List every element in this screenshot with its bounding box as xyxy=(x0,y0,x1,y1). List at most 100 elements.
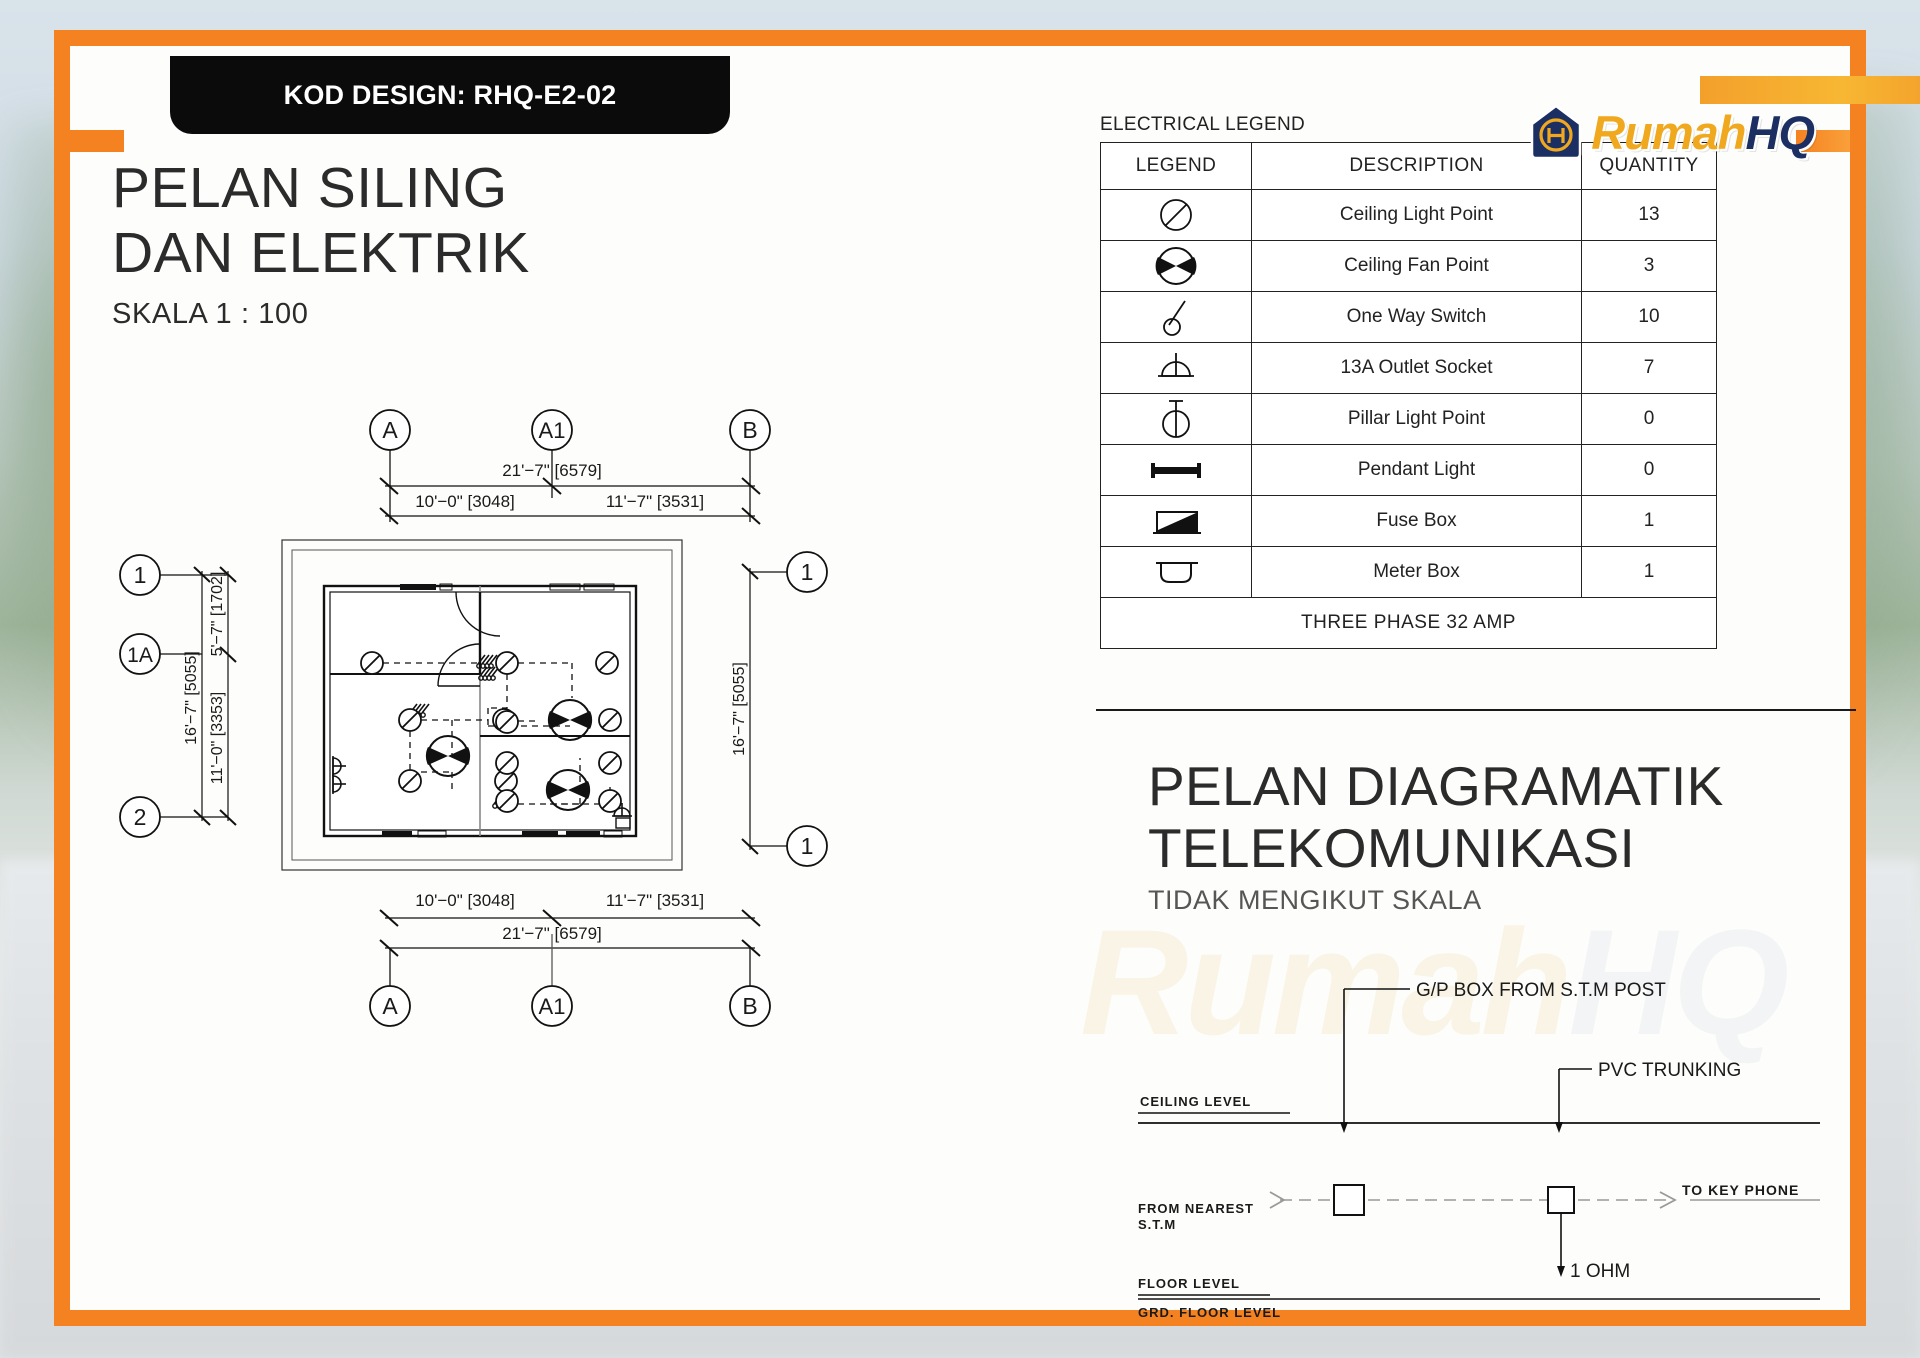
ceiling-fan-point-icon xyxy=(1155,247,1197,285)
svg-text:A: A xyxy=(382,993,398,1019)
svg-text:2: 2 xyxy=(134,804,147,830)
pvc-trunking-box-symbol xyxy=(1547,1186,1575,1214)
svg-text:16'−7" [5055]: 16'−7" [5055] xyxy=(731,662,748,756)
design-code-tag: KOD DESIGN: RHQ-E2-02 xyxy=(170,56,730,134)
drawing-sheet-frame: RumahHQ KOD DESIGN: RHQ-E2-02 RumahHQ PE… xyxy=(54,30,1920,1326)
design-code-label: KOD DESIGN: RHQ-E2-02 xyxy=(283,79,617,110)
legend-quantity: 1 xyxy=(1581,495,1717,547)
table-row: Pillar Light Point 0 xyxy=(1100,393,1717,445)
legend-symbol-cell xyxy=(1100,393,1252,445)
pvc-trunking-arrow-icon xyxy=(1555,1122,1563,1133)
legend-description: Fuse Box xyxy=(1251,495,1582,547)
svg-text:5'−7" [1702]: 5'−7" [1702] xyxy=(209,572,226,657)
plan-body xyxy=(281,539,683,871)
telecom-title-line-1: PELAN DIAGRAMATIK xyxy=(1148,755,1724,817)
legend-symbol-cell xyxy=(1100,444,1252,496)
legend-description: Meter Box xyxy=(1251,546,1582,598)
legend-col-quantity: QUANTITY xyxy=(1581,142,1717,190)
pillar-light-point-icon xyxy=(1162,400,1190,438)
legend-symbol-cell xyxy=(1100,342,1252,394)
gp-box-symbol xyxy=(1333,1184,1365,1216)
meter-box-icon xyxy=(1156,562,1198,583)
legend-description: 13A Outlet Socket xyxy=(1251,342,1582,394)
svg-text:1: 1 xyxy=(801,833,814,859)
legend-quantity: 10 xyxy=(1581,291,1717,343)
pendant-light-icon xyxy=(1151,463,1201,478)
table-row: 13A Outlet Socket 7 xyxy=(1100,342,1717,394)
section-divider xyxy=(1096,709,1856,711)
drawing-sheet: RumahHQ KOD DESIGN: RHQ-E2-02 RumahHQ PE… xyxy=(70,46,1920,1320)
legend-description: Pillar Light Point xyxy=(1251,393,1582,445)
brand-name-secondary: HQ xyxy=(1745,105,1815,159)
legend-quantity: 13 xyxy=(1581,189,1717,241)
plan-title-block: PELAN SILING DAN ELEKTRIK SKALA 1 : 100 xyxy=(112,156,530,331)
svg-text:1: 1 xyxy=(801,559,814,585)
svg-text:1A: 1A xyxy=(127,644,153,667)
svg-text:A1: A1 xyxy=(539,418,566,443)
floor-plan-drawing: A A1 B 21'−7" [6579] 10'−0" [3048] xyxy=(110,386,1110,1256)
ceiling-level-label: CEILING LEVEL xyxy=(1140,1094,1251,1109)
legend-description: One Way Switch xyxy=(1251,291,1582,343)
page-scale-label: SKALA 1 : 100 xyxy=(112,297,309,330)
ceiling-light-point xyxy=(595,651,619,675)
svg-text:1: 1 xyxy=(134,562,147,588)
house-logo-icon xyxy=(1530,104,1582,160)
bottom-grid-markers: A A1 B xyxy=(369,934,771,1027)
legend-header-row: LEGEND DESCRIPTION QUANTITY xyxy=(1100,142,1717,190)
accent-bar-top-right xyxy=(1700,76,1920,104)
legend-footer-note: THREE PHASE 32 AMP xyxy=(1100,597,1717,649)
svg-text:11'−0" [3353]: 11'−0" [3353] xyxy=(209,692,226,785)
cable-direction-arrow-icon xyxy=(1659,1191,1677,1209)
legend-quantity: 0 xyxy=(1581,393,1717,445)
electrical-legend-table: LEGEND DESCRIPTION QUANTITY Ceilin xyxy=(1100,142,1717,649)
ceiling-light-point xyxy=(398,769,422,793)
table-row: One Way Switch 10 xyxy=(1100,291,1717,343)
telecom-title-line-2: TELEKOMUNIKASI xyxy=(1148,816,1636,879)
grd-floor-level-label: GRD. FLOOR LEVEL xyxy=(1138,1305,1281,1320)
gp-box-arrow-icon xyxy=(1340,1122,1348,1133)
legend-quantity: 1 xyxy=(1581,546,1717,598)
ceiling-light-point xyxy=(598,751,622,775)
legend-col-legend: LEGEND xyxy=(1100,142,1252,190)
svg-text:10'−0" [3048]: 10'−0" [3048] xyxy=(415,492,515,511)
pvc-trunking-label: PVC TRUNKING xyxy=(1598,1060,1741,1081)
svg-text:11'−7" [3531]: 11'−7" [3531] xyxy=(606,891,704,910)
from-nearest-label-line-1: FROM NEAREST xyxy=(1138,1201,1254,1216)
legend-caption: ELECTRICAL LEGEND xyxy=(1100,114,1306,135)
legend-description: Ceiling Fan Point xyxy=(1251,240,1582,292)
cable-direction-arrow-icon xyxy=(1269,1191,1286,1209)
telecom-title-block: PELAN DIAGRAMATIK TELEKOMUNIKASI TIDAK M… xyxy=(1148,755,1724,916)
svg-text:A: A xyxy=(382,417,398,443)
table-row: Ceiling Light Point 13 xyxy=(1100,189,1717,241)
legend-quantity: 7 xyxy=(1581,342,1717,394)
left-dimension-strings: 16'−7" [5055] 5'−7" [1702] 11'−0" [3353] xyxy=(183,566,237,826)
legend-symbol-cell xyxy=(1100,291,1252,343)
ceiling-light-point-icon xyxy=(1160,199,1192,231)
table-row: Fuse Box 1 xyxy=(1100,495,1717,547)
ceiling-light-point xyxy=(495,751,519,775)
svg-text:16'−7" [5055]: 16'−7" [5055] xyxy=(183,651,200,745)
table-row: Pendant Light 0 xyxy=(1100,444,1717,496)
telecom-diagram: G/P BOX FROM S.T.M POST PVC TRUNKING CEI… xyxy=(1130,951,1830,1321)
svg-text:10'−0" [3048]: 10'−0" [3048] xyxy=(415,891,515,910)
bottom-dimension-strings: 10'−0" [3048] 11'−7" [3531] 21'−7" [6579… xyxy=(379,891,761,957)
legend-symbol-cell xyxy=(1100,546,1252,598)
accent-bar-left xyxy=(70,130,124,152)
legend-description: Pendant Light xyxy=(1251,444,1582,496)
page-title-line-1: PELAN SILING xyxy=(112,156,508,220)
telecom-subtitle: TIDAK MENGIKUT SKALA xyxy=(1148,885,1482,916)
brand-logo: RumahHQ xyxy=(1529,104,1815,160)
floor-level-label: FLOOR LEVEL xyxy=(1138,1276,1240,1291)
right-grid-markers: 1 1 16'−7" [5055] xyxy=(731,551,828,867)
svg-text:11'−7" [3531]: 11'−7" [3531] xyxy=(606,492,704,511)
gp-box-label: G/P BOX FROM S.T.M POST xyxy=(1416,980,1666,1001)
top-grid-markers: A A1 B xyxy=(369,409,771,522)
svg-text:21'−7" [6579]: 21'−7" [6579] xyxy=(502,461,602,480)
legend-symbol-cell xyxy=(1100,189,1252,241)
page-title-line-2: DAN ELEKTRIK xyxy=(112,220,530,285)
fuse-box-icon xyxy=(1153,511,1201,534)
legend-symbol-cell xyxy=(1100,495,1252,547)
svg-text:21'−7" [6579]: 21'−7" [6579] xyxy=(502,924,602,943)
legend-description: Ceiling Light Point xyxy=(1251,189,1582,241)
svg-text:A1: A1 xyxy=(539,994,566,1019)
